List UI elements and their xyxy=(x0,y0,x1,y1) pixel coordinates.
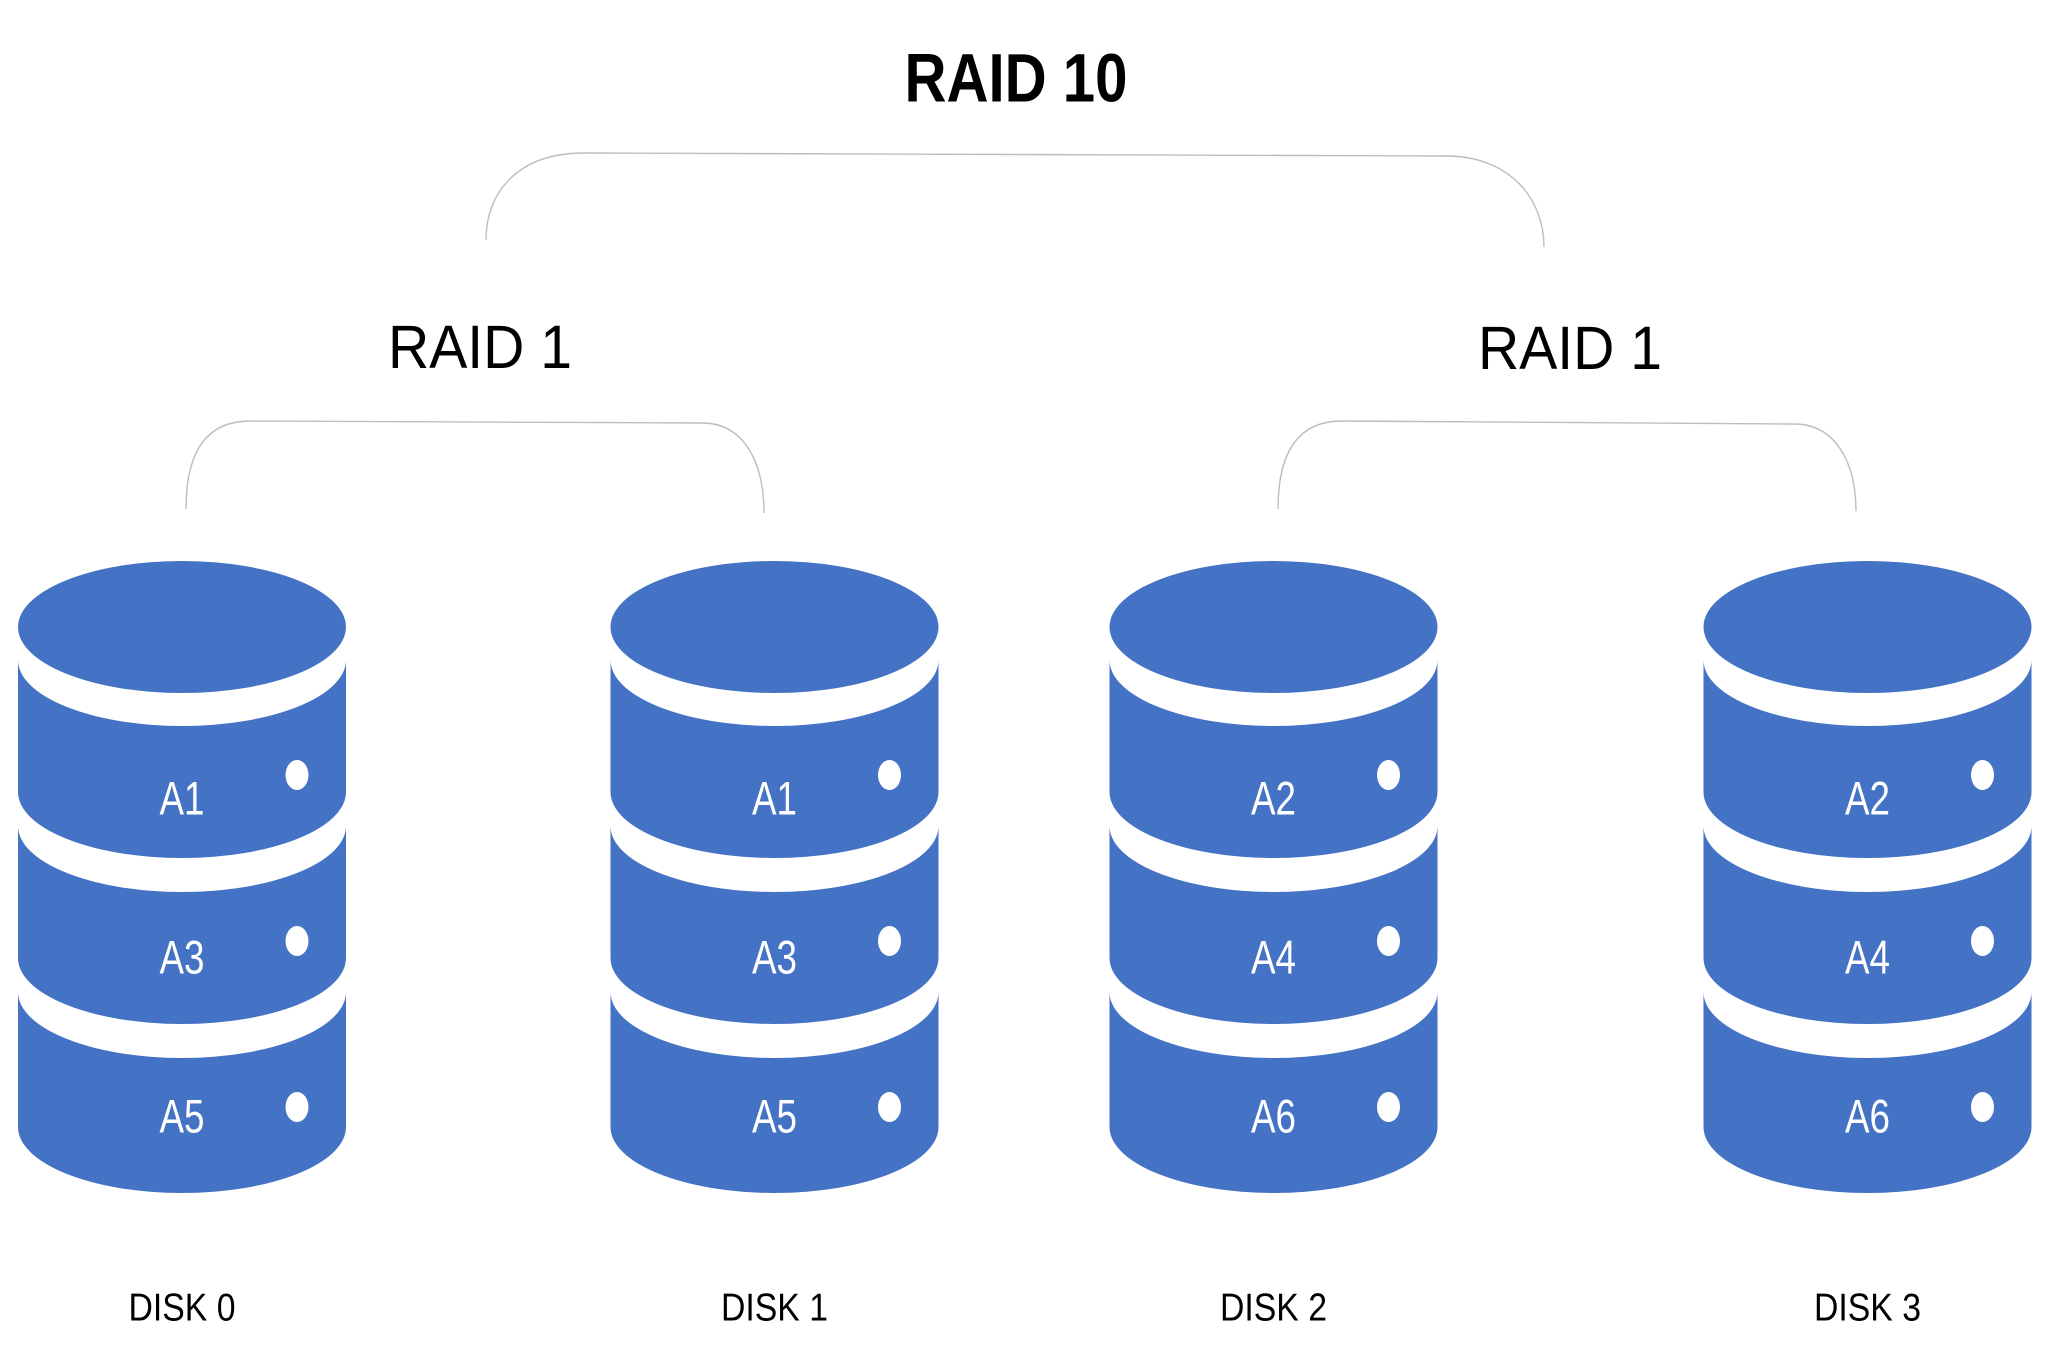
disk-3-block-2-label: A4 xyxy=(1845,931,1890,984)
disk-2-block-3-label: A6 xyxy=(1251,1090,1296,1143)
disk-0-name-label: DISK 0 xyxy=(129,1287,236,1330)
indicator-dot-icon xyxy=(1971,1092,1994,1122)
raid1-right-label: RAID 1 xyxy=(1478,314,1662,382)
indicator-dot-icon xyxy=(1377,1092,1400,1122)
raid1-left-bracket-connector xyxy=(185,420,765,514)
disk-3-platter-1 xyxy=(1703,660,2032,858)
raid10-bracket-connector xyxy=(485,152,1545,248)
page-title: RAID 10 xyxy=(905,40,1128,117)
disk-2-block-2-label: A4 xyxy=(1251,931,1296,984)
disk-1-platter-2 xyxy=(610,826,939,1024)
disk-0-platter-2 xyxy=(18,826,346,1024)
indicator-dot-icon xyxy=(1971,926,1994,956)
disk-3-lid xyxy=(1703,561,2032,693)
disk-1-block-3-label: A5 xyxy=(752,1090,797,1143)
indicator-dot-icon xyxy=(285,926,309,956)
disk-0-lid xyxy=(18,561,346,693)
disk-2-platter-2 xyxy=(1109,826,1438,1024)
indicator-dot-icon xyxy=(1377,926,1400,956)
disk-1-block-1-label: A1 xyxy=(752,772,797,825)
indicator-dot-icon xyxy=(878,926,901,956)
indicator-dot-icon xyxy=(285,1092,309,1122)
disk-3: A2 A4 A6 DISK 3 xyxy=(1703,561,2032,1330)
disk-1: A1 A3 A5 DISK 1 xyxy=(610,561,939,1330)
indicator-dot-icon xyxy=(878,760,901,790)
disk-0-block-2-label: A3 xyxy=(160,931,205,984)
disk-3-name-label: DISK 3 xyxy=(1814,1287,1921,1330)
disk-3-block-3-label: A6 xyxy=(1845,1090,1890,1143)
indicator-dot-icon xyxy=(285,760,309,790)
raid1-left-label: RAID 1 xyxy=(388,313,572,381)
disk-2-platter-3 xyxy=(1109,992,1438,1193)
indicator-dot-icon xyxy=(1971,760,1994,790)
disk-0-block-1-label: A1 xyxy=(160,772,205,825)
disk-1-block-2-label: A3 xyxy=(752,931,797,984)
disk-2-lid xyxy=(1109,561,1438,693)
disk-2-platter-1 xyxy=(1109,660,1438,858)
disk-2: A2 A4 A6 DISK 2 xyxy=(1109,561,1438,1330)
disk-3-platter-3 xyxy=(1703,992,2032,1193)
disk-0-platter-3 xyxy=(18,992,346,1193)
disk-1-name-label: DISK 1 xyxy=(721,1287,828,1330)
disk-3-platter-2 xyxy=(1703,826,2032,1024)
disk-1-platter-1 xyxy=(610,660,939,858)
disk-1-platter-3 xyxy=(610,992,939,1193)
disk-0: A1 A3 A5 DISK 0 xyxy=(18,561,346,1330)
disk-0-platter-1 xyxy=(18,660,346,858)
disk-1-lid xyxy=(610,561,939,693)
raid1-right-bracket-connector xyxy=(1277,420,1857,512)
disk-2-name-label: DISK 2 xyxy=(1220,1287,1327,1330)
indicator-dot-icon xyxy=(878,1092,901,1122)
disk-3-block-1-label: A2 xyxy=(1845,772,1890,825)
disk-2-block-1-label: A2 xyxy=(1251,772,1296,825)
indicator-dot-icon xyxy=(1377,760,1400,790)
disk-0-block-3-label: A5 xyxy=(160,1090,205,1143)
